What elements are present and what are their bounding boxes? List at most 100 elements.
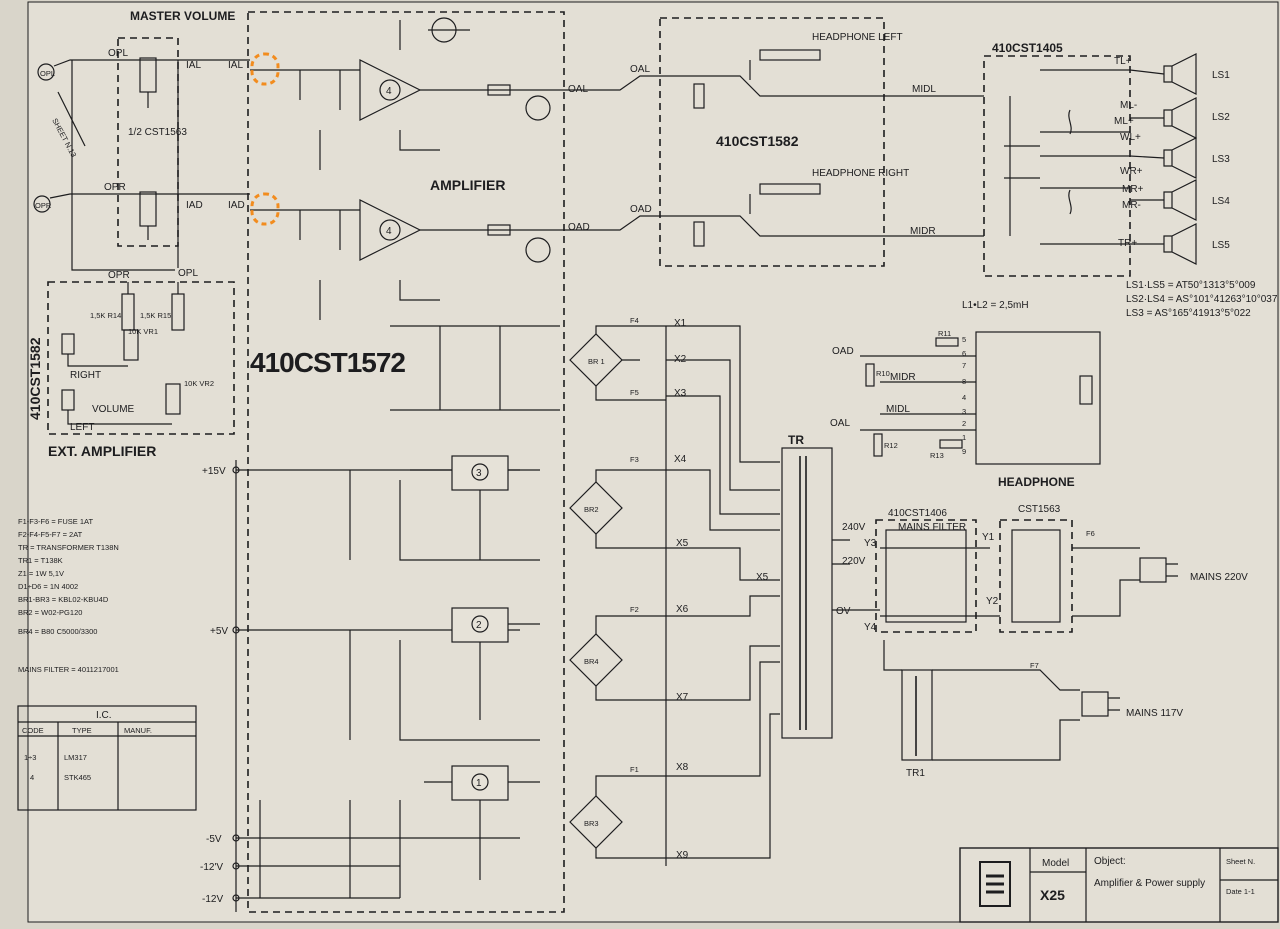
label-y2: Y2	[986, 596, 999, 607]
ic-table: I.C. CODE TYPE MANUF. 1÷3 LM317 4 STK465	[17, 705, 197, 811]
fuse-f7-label: F7	[1030, 661, 1039, 670]
ext-opl-label: OPL	[178, 268, 198, 279]
label-oal: OAL	[630, 64, 650, 75]
note-br1-br3: BR1-BR3 = KBL02-KBU4D	[18, 595, 109, 604]
transformer-tr1-label: TR1	[906, 768, 925, 779]
hp-r11-label: R11	[938, 329, 951, 338]
note-zener: Z1 = 1W 5,1V	[18, 569, 64, 578]
speaker-ls5-label: LS5	[1212, 240, 1230, 251]
hp-pin-8: 8	[962, 377, 966, 386]
amplifier-board: AMPLIFIER 410CST1572 IAL 4 IAD 4 3	[228, 11, 565, 913]
model-value: X25	[1040, 887, 1065, 903]
speaker-note-1: LS1·LS5 = AT50°1313°5°009	[1126, 280, 1256, 291]
mains-filter-block: 410CST1406 MAINS FILTER Y1 Y2 CST1563 MA…	[875, 504, 1248, 633]
ext-right-label: RIGHT	[70, 370, 101, 381]
speakers: TL+ ML- ML+ WL+ WR+ MR+ MR- TR+ LS1 LS2 …	[1114, 53, 1230, 265]
label-ial-out: IAL	[186, 60, 201, 71]
speaker-ls4-label: LS4	[1212, 196, 1230, 207]
label-iad-out: IAD	[186, 200, 203, 211]
mains-filter-board-label: 410CST1406	[888, 508, 947, 519]
voltage-240v: 240V	[842, 522, 866, 533]
hp-r13-label: R13	[930, 451, 944, 460]
speaker-tl-plus: TL+	[1114, 56, 1132, 67]
master-volume-block: MASTER VOLUME 1/2 CST1563 IAL IAD	[71, 9, 235, 271]
speaker-ls5-icon	[1163, 223, 1197, 265]
connector-opr-label: OPR	[35, 201, 52, 210]
bridge-br2-label: BR2	[584, 505, 599, 514]
board-1572-title: 410CST1572	[250, 347, 405, 378]
hp-pin-7: 7	[962, 361, 966, 370]
fuse-f4-label: F4	[630, 316, 639, 325]
speaker-mr-plus: MR+	[1122, 184, 1144, 195]
speaker-ls2-label: LS2	[1212, 112, 1230, 123]
fuses: F4 F5 F3 F2 F1 F6 F7	[630, 316, 1095, 774]
headphone-title: HEADPHONE	[998, 475, 1075, 489]
company-logo-icon	[979, 861, 1011, 907]
hp-r12-label: R12	[884, 441, 898, 450]
ext-left-label: LEFT	[70, 422, 94, 433]
note-diodes: D1÷D6 = 1N 4002	[18, 582, 78, 591]
label-y1: Y1	[982, 532, 995, 543]
speaker-ls3-icon	[1163, 137, 1197, 179]
tap-x5-tr: X5	[756, 572, 769, 583]
speaker-ml-minus: ML-	[1120, 100, 1137, 111]
hp-pin-6: 6	[962, 349, 966, 358]
vr2-label: 10K VR2	[184, 379, 214, 388]
regulator-1-number: 1	[476, 778, 482, 789]
ext-amplifier-block: OPR OPL 410CST1582 1,5K R14 1,5K R15 10K…	[27, 268, 235, 459]
cst1563-half-label: 1/2 CST1563	[128, 127, 187, 138]
ic-row1-type: LM317	[64, 753, 87, 762]
hp-label-midl: MIDL	[886, 404, 910, 415]
bridge-br4: BR4	[569, 633, 623, 687]
bridge-rectifiers: BR 1 BR2 BR4 BR3	[569, 325, 666, 859]
hp-label-oal: OAL	[830, 418, 850, 429]
speaker-ls3-label: LS3	[1212, 154, 1230, 165]
mains-plug-220-icon	[1139, 557, 1178, 583]
speaker-ml-plus: ML+	[1114, 116, 1134, 127]
label-y4: Y4	[864, 622, 877, 633]
speaker-note-2: LS2·LS4 = AS°101°41263°10°037	[1126, 294, 1278, 305]
transformer-taps: X1 X2 X3 X4 X5 X5 X6 X7 X8 X9	[665, 318, 780, 866]
tap-x6: X6	[676, 604, 689, 615]
model-label: Model	[1042, 858, 1069, 869]
parts-notes: F1-F3-F6 = FUSE 1AT F2-F4-F5-F7 = 2AT TR…	[18, 517, 119, 674]
tap-x8: X8	[676, 762, 689, 773]
tap-x7: X7	[676, 692, 689, 703]
speaker-ls4-icon	[1163, 179, 1197, 221]
hp-pin-1: 1	[962, 433, 966, 442]
ic-row2-type: STK465	[64, 773, 91, 782]
speaker-ls2-icon	[1163, 97, 1197, 139]
hp-pin-9: 9	[962, 447, 966, 456]
ic-header-type: TYPE	[72, 726, 92, 735]
speaker-ls1-icon	[1163, 53, 1197, 95]
title-block: Model X25 Object: Amplifier & Power supp…	[959, 847, 1279, 923]
speaker-wl-plus: WL+	[1120, 132, 1141, 143]
crossover-board: 410CST1405	[983, 41, 1131, 277]
note-fuse-1at: F1-F3-F6 = FUSE 1AT	[18, 517, 94, 526]
tap-x1: X1	[674, 318, 687, 329]
regulator-3-number: 3	[476, 468, 482, 479]
headphone-jack-icon	[1079, 375, 1093, 405]
highlight-c13	[250, 192, 280, 226]
headphone-jack-block: HEADPHONE OAD OAL MIDR MIDL R11 R10 R12 …	[830, 329, 1101, 489]
speaker-note-3: LS3 = AS°165°41913°5°022	[1126, 308, 1251, 319]
hp-label-oad: OAD	[832, 346, 854, 357]
highlight-c10	[250, 52, 280, 86]
label-oad-amp: OAD	[568, 222, 590, 233]
transformer-tr: TR 240V 220V OV Y3 Y4	[781, 433, 880, 739]
master-volume-title: MASTER VOLUME	[130, 9, 235, 23]
note-br2: BR2 = W02-PG120	[18, 608, 82, 617]
hp-pin-5: 5	[962, 335, 966, 344]
bridge-br3: BR3	[569, 795, 623, 849]
ic-row1-code: 1÷3	[24, 753, 36, 762]
r14-label: 1,5K R14	[90, 311, 121, 320]
mains-plug-117-icon	[1081, 691, 1120, 717]
inductor-note: L1•L2 = 2,5mH	[962, 300, 1029, 311]
speaker-wr-plus: WR+	[1120, 166, 1143, 177]
board-1405-title: 410CST1405	[992, 41, 1063, 55]
mains-117v-label: MAINS 117V	[1126, 708, 1183, 719]
note-fuse-2at: F2-F4-F5-F7 = 2AT	[18, 530, 83, 539]
label-y3: Y3	[864, 538, 877, 549]
